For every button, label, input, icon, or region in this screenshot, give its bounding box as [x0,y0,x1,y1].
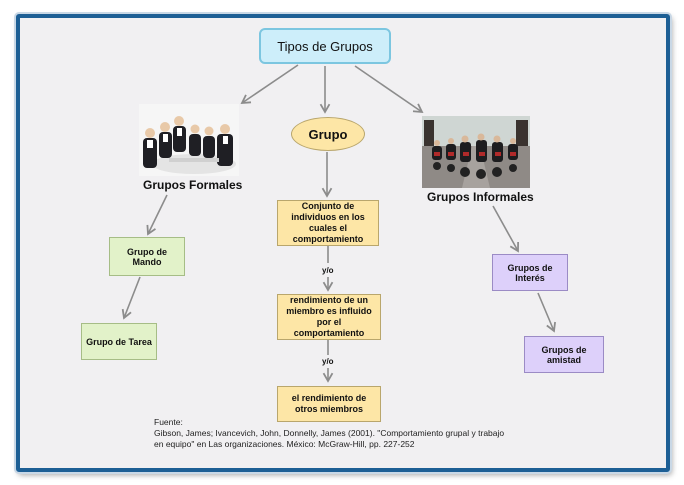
node-grupos-de-interes: Grupos de Interés [492,254,568,291]
node-rendimiento-miembro: rendimiento de un miembro es influido po… [277,294,381,340]
node-rendimiento-miembro-text: rendimiento de un miembro es influido po… [286,295,372,338]
arrow-formal-to-mando [146,194,168,236]
source-line-1: Gibson, James; Ivancevich, John, Donnell… [154,428,505,438]
title-text: Tipos de Grupos [277,38,373,54]
connector-y-o-2: y/o [322,357,334,366]
center-node-text: Grupo [308,126,348,142]
node-grupo-de-tarea: Grupo de Tarea [81,323,157,360]
node-rendimiento-otros: el rendimiento de otros miembros [277,386,381,422]
node-grupo-de-mando-text: Grupo de Mando [127,246,167,267]
arrow-title-to-informal [354,65,424,114]
node-grupo-de-mando: Grupo de Mando [109,237,185,276]
node-grupo-de-tarea-text: Grupo de Tarea [86,336,152,347]
source-heading: Fuente: [154,417,183,427]
node-grupos-de-amistad: Grupos de amistad [524,336,604,373]
arrow-title-to-formal [240,64,299,105]
connector-y-o-1: y/o [322,266,334,275]
arrow-mando-to-tarea [121,276,141,320]
node-conjunto-individuos-text: Conjunto de individuos en los cuales el … [291,201,365,244]
formal-groups-label: Grupos Formales [143,178,243,192]
arrow-informal-to-interes [492,205,520,253]
formal-groups-photo [139,104,239,176]
node-grupos-de-interes-text: Grupos de Interés [507,262,553,283]
title-node: Tipos de Grupos [259,28,391,64]
informal-groups-photo [422,116,530,188]
arrow-interes-to-amistad [537,292,556,333]
informal-groups-label: Grupos Informales [427,190,534,204]
source-citation: Fuente: Gibson, James; Ivancevich, John,… [154,417,505,450]
node-grupos-de-amistad-text: Grupos de amistad [541,344,587,365]
node-rendimiento-otros-text: el rendimiento de otros miembros [291,393,367,414]
node-conjunto-individuos: Conjunto de individuos en los cuales el … [277,200,379,246]
source-line-2: en equipo" en Las organizaciones. México… [154,439,415,449]
center-node-grupo: Grupo [291,117,365,151]
